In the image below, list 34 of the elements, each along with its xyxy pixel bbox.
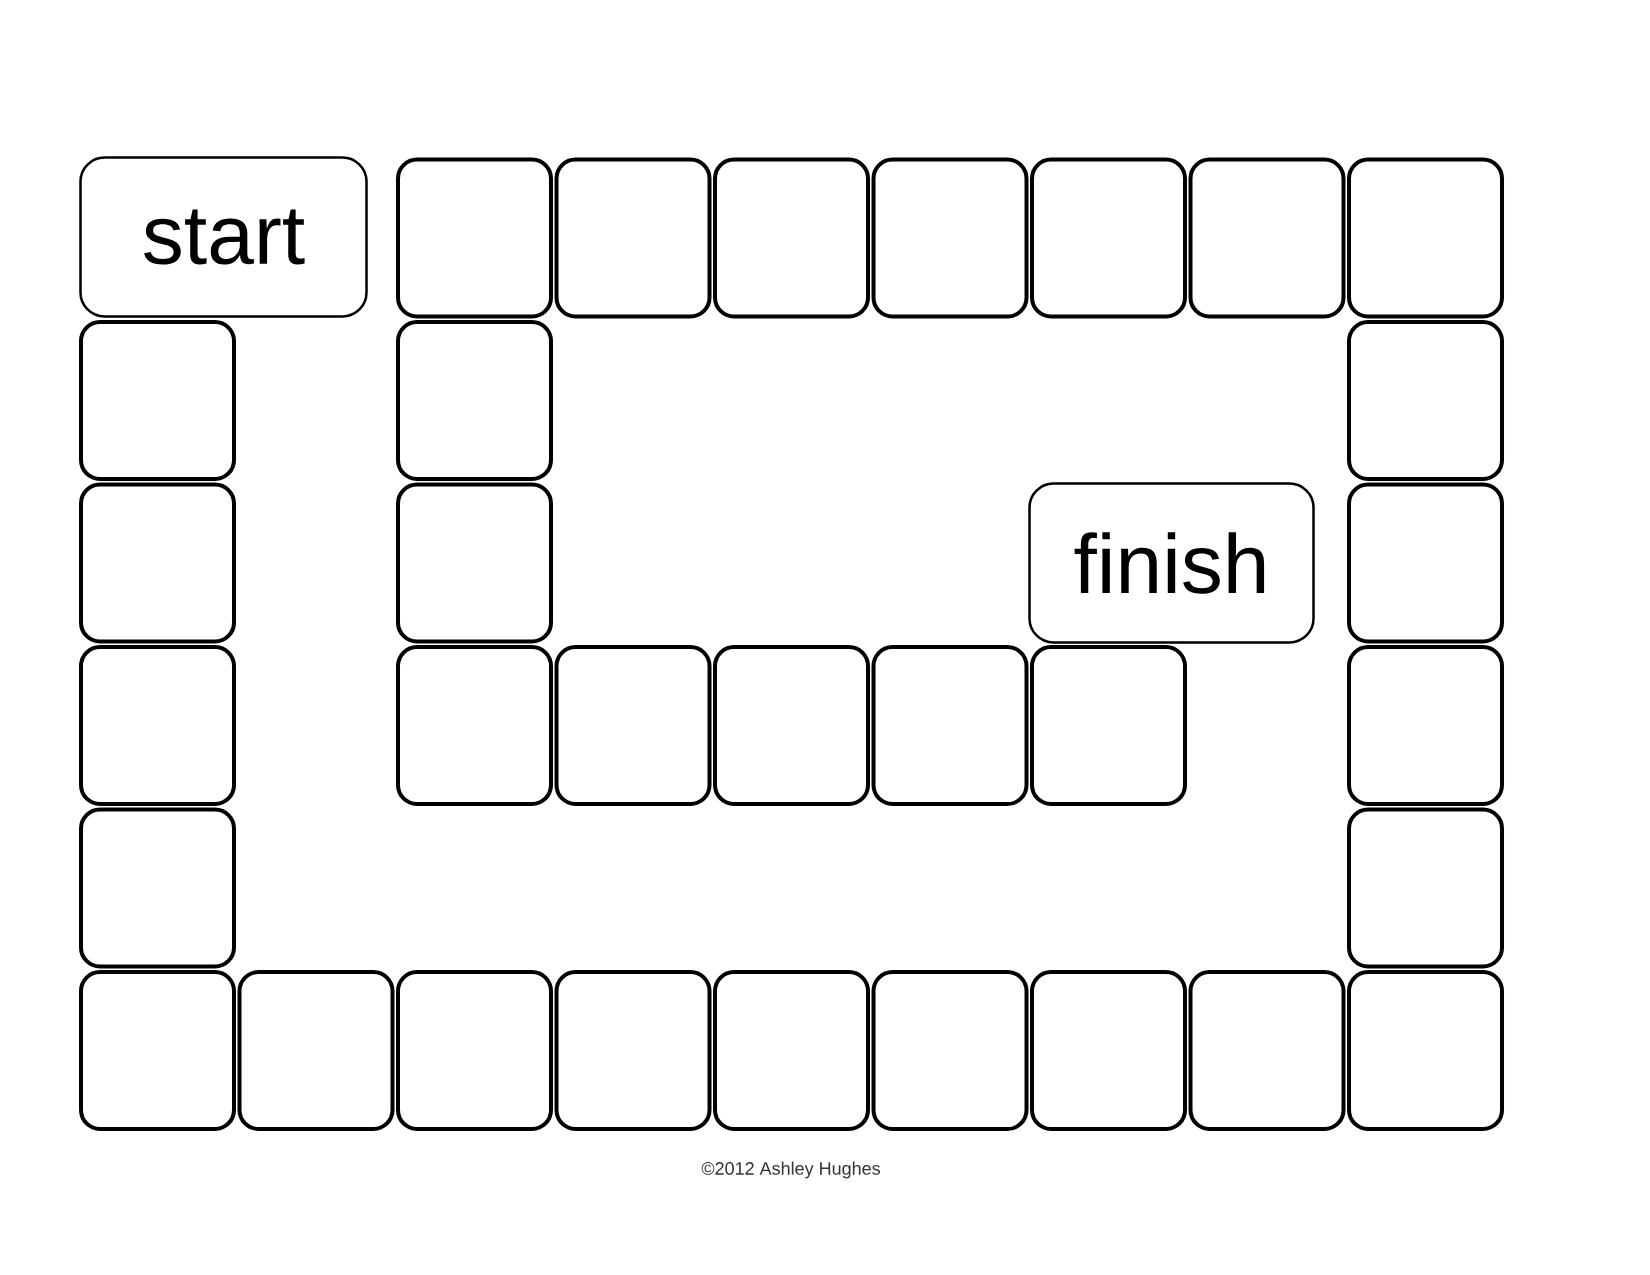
board-space	[554, 970, 712, 1131]
board-space	[1030, 645, 1187, 806]
board-space	[1347, 482, 1504, 644]
text-box: finish	[1028, 482, 1315, 644]
board-space	[1030, 970, 1187, 1131]
board-space	[871, 645, 1029, 806]
board-space	[554, 157, 712, 319]
board-space	[79, 645, 236, 806]
board-space	[79, 320, 236, 481]
text-box: start	[79, 156, 368, 318]
board-space	[79, 807, 236, 969]
board-space	[396, 645, 553, 806]
board-space	[871, 157, 1029, 319]
board-space	[1347, 320, 1504, 481]
board-space	[713, 645, 870, 806]
board-space	[396, 970, 553, 1131]
board-space	[1347, 645, 1504, 806]
board-space	[79, 970, 236, 1131]
board-space	[1347, 157, 1504, 319]
board-space	[1188, 970, 1346, 1131]
board-space	[1347, 807, 1504, 969]
board-space	[396, 482, 553, 644]
board-space	[871, 970, 1029, 1131]
board-space	[1188, 157, 1346, 319]
board-space	[1030, 157, 1187, 319]
board-space	[713, 970, 870, 1131]
board-space	[396, 320, 553, 481]
board-space	[79, 482, 236, 644]
board-space	[713, 157, 870, 319]
board-space	[237, 970, 395, 1131]
board-space	[396, 157, 553, 319]
copyright-note: ©2012 Ashley Hughes	[701, 1161, 880, 1179]
board-space	[554, 645, 712, 806]
board-space	[1347, 970, 1504, 1131]
